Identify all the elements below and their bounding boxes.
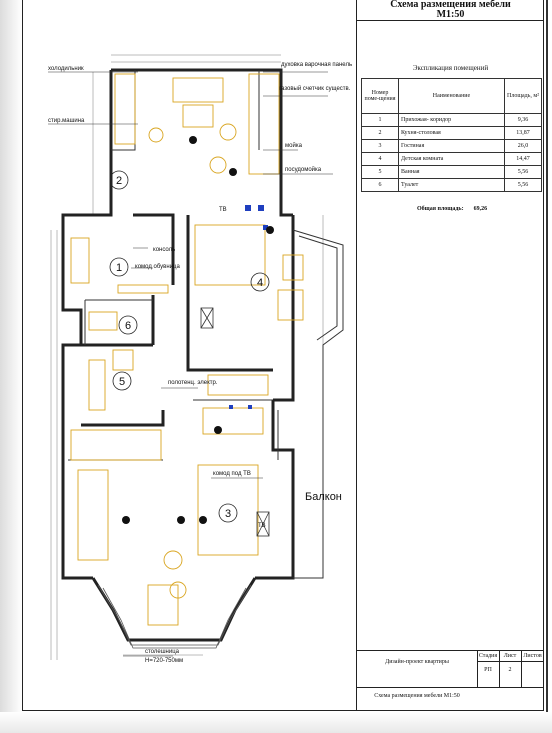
floor-plan: 2 1 3 4 5 6 xyxy=(23,0,356,710)
drawing-sheet: 2 1 3 4 5 6 xyxy=(22,0,544,711)
annotations: холодильник стир.машина духовка варочная… xyxy=(48,62,352,664)
balcony-outline xyxy=(292,229,344,579)
table-row: 3 Гостиная 26,0 xyxy=(361,139,542,153)
row-num: 1 xyxy=(361,113,399,127)
page-right-border xyxy=(546,0,548,733)
label-oven: духовка варочная панель xyxy=(281,62,352,68)
table-row: 4 Детская комната 14,47 xyxy=(361,152,542,166)
stamp-sheet: 2 xyxy=(508,667,512,673)
stamp-project: Дизайн-проект квартиры xyxy=(385,659,449,665)
room-number-4: 4 xyxy=(257,277,263,289)
dimension-lines xyxy=(50,54,324,660)
room-number-texts: 2 1 3 4 5 6 xyxy=(116,175,263,520)
people-figures xyxy=(122,136,274,524)
label-balcony: Балкон xyxy=(305,491,342,503)
table-row: 2 Кухня-столовая 13,87 xyxy=(361,126,542,140)
label-tv-living: ТВ xyxy=(258,523,266,529)
header-num: Номер поме-щения xyxy=(361,78,399,114)
row-name: Прихожая- коридор xyxy=(398,113,505,127)
explication-title: Экспликация помещений xyxy=(412,64,489,72)
leader-lines xyxy=(48,71,333,657)
row-num: 5 xyxy=(361,165,399,179)
row-name: Кухня-столовая xyxy=(398,126,505,140)
label-tv-cabinet: комод под ТВ xyxy=(213,471,251,477)
label-sink: мойка xyxy=(285,142,303,149)
total-area: Общая площадь: 69,26 xyxy=(417,206,487,212)
total-label: Общая площадь: xyxy=(417,206,464,212)
row-name: Туалет xyxy=(398,178,505,192)
row-name: Детская комната xyxy=(398,152,505,166)
label-tabletop-height: Н=720-750мм xyxy=(145,658,183,664)
room-number-markers xyxy=(109,170,270,523)
stamp-sheet-label: Лист xyxy=(503,653,517,659)
floor-plan-drawing: 2 1 3 4 5 6 xyxy=(48,54,352,664)
header-area: Площадь, м² xyxy=(504,78,542,114)
furniture xyxy=(70,73,304,626)
row-area: 26,0 xyxy=(504,139,542,153)
sheet-scale: М1:50 xyxy=(436,9,465,20)
row-area: 5,56 xyxy=(504,178,542,192)
row-num: 4 xyxy=(361,152,399,166)
row-name: Ванная xyxy=(398,165,505,179)
room-number-1: 1 xyxy=(116,262,122,274)
page-bottom-shadow xyxy=(0,712,552,733)
label-towel-rail: полотенц. электр. xyxy=(168,380,218,386)
row-area: 5,56 xyxy=(504,165,542,179)
label-tv-kitchen: ТВ xyxy=(219,207,227,213)
label-shoe-cabinet: комод обувница xyxy=(135,264,180,270)
label-console: консоль xyxy=(153,247,175,253)
walls xyxy=(61,68,295,642)
stamp-sheets-label: Листов xyxy=(523,653,542,659)
sheet-title: Схема размещения мебели xyxy=(390,0,511,10)
row-num: 2 xyxy=(361,126,399,140)
table-row: 6 Туалет 5,56 xyxy=(361,178,542,192)
label-fridge: холодильник xyxy=(48,66,84,72)
label-dishwasher: посудомойка xyxy=(285,166,322,173)
row-area: 9,36 xyxy=(504,113,542,127)
page-edge-shadow xyxy=(0,0,22,733)
stamp-stage-label: Стадия xyxy=(478,653,498,659)
total-value: 69,26 xyxy=(473,206,488,212)
label-washer: стир.машина xyxy=(48,118,85,124)
stamp-caption: Схема размещения мебели М1:50 xyxy=(374,693,460,699)
table-row: 1 Прихожая- коридор 9,36 xyxy=(361,113,542,127)
bay-window xyxy=(97,584,252,649)
title-block: Стадия Лист Листов РП 2 Дизайн-проект кв… xyxy=(357,650,544,711)
stamp-stage: РП xyxy=(484,667,492,673)
room-number-5: 5 xyxy=(119,376,125,388)
title-divider xyxy=(357,20,544,21)
label-tabletop: столешница xyxy=(145,649,180,655)
row-name: Гостиная xyxy=(398,139,505,153)
tv-units xyxy=(200,307,270,537)
row-num: 6 xyxy=(361,178,399,192)
fixtures xyxy=(229,205,268,409)
header-name: Наименование xyxy=(398,78,505,114)
table-row: 5 Ванная 5,56 xyxy=(361,165,542,179)
room-number-3: 3 xyxy=(225,508,231,520)
row-num: 3 xyxy=(361,139,399,153)
room-number-2: 2 xyxy=(116,175,122,187)
row-area: 13,87 xyxy=(504,126,542,140)
row-area: 14,47 xyxy=(504,152,542,166)
label-gas-meter: газовый счетчик существ. xyxy=(279,85,351,92)
title-panel: Схема размещения мебели М1:50 Экспликаци… xyxy=(356,0,544,710)
room-number-6: 6 xyxy=(125,320,131,332)
table-header-row: Номер поме-щения Наименование Площадь, м… xyxy=(361,78,542,114)
explication-table: Номер поме-щения Наименование Площадь, м… xyxy=(361,78,542,192)
